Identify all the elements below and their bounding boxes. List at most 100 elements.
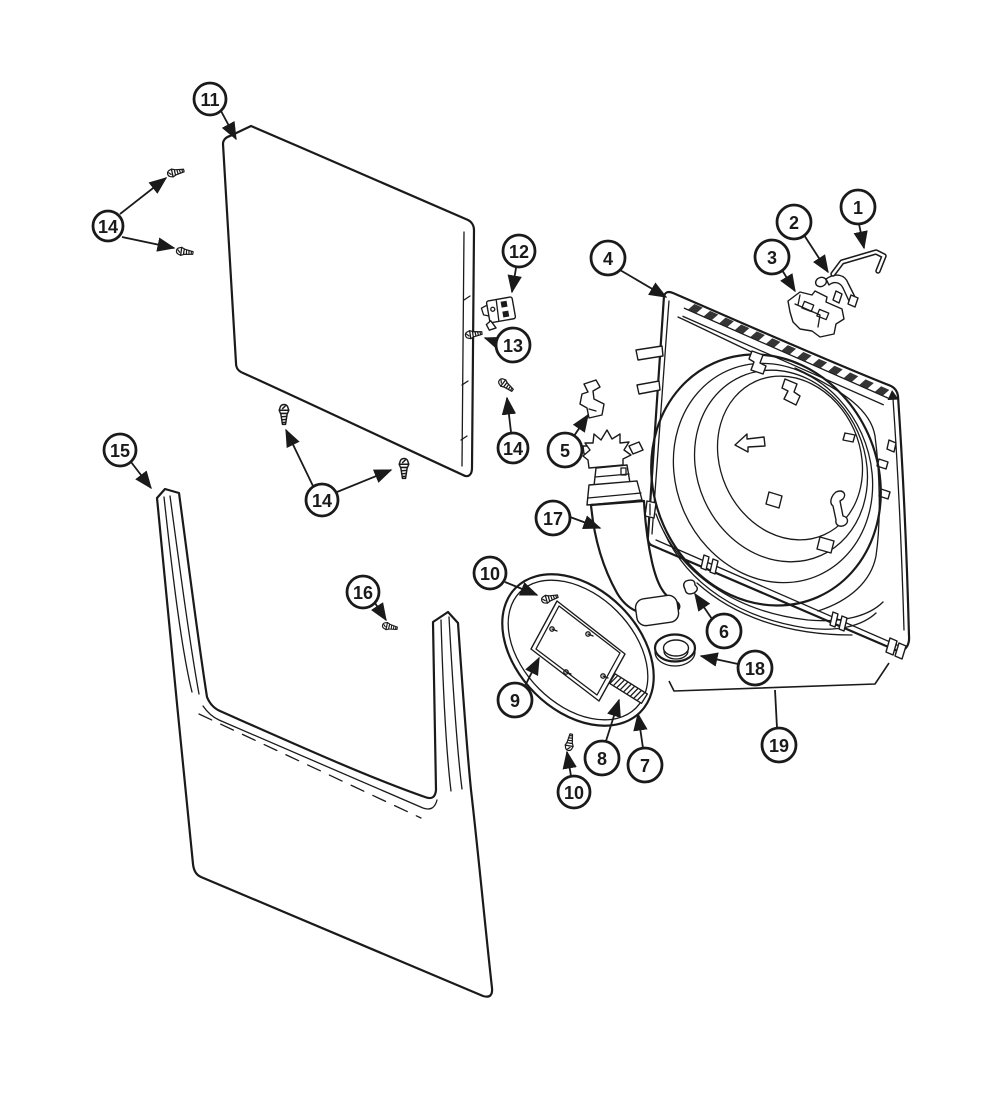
leader-line: [504, 581, 539, 596]
callout-15: 15: [102, 432, 152, 490]
leader-line: [336, 469, 393, 493]
callout-9: 9: [496, 656, 540, 719]
callout-6: 6: [694, 592, 743, 650]
screw: [496, 376, 516, 395]
leader-line: [699, 652, 739, 667]
part-17-bellows-duct: [582, 429, 681, 627]
callout-10: 10: [556, 750, 592, 810]
callout-balloon: [534, 499, 572, 537]
callout-number: 14: [503, 439, 523, 459]
callout-balloon: [345, 574, 381, 610]
leader-line: [853, 223, 868, 250]
callout-17: 17: [534, 499, 602, 537]
callout-number: 15: [110, 441, 130, 461]
callout-number: 9: [510, 691, 520, 711]
callout-balloon: [494, 326, 532, 364]
callout-number: 17: [543, 509, 563, 529]
callout-3: 3: [753, 238, 796, 293]
callout-number: 5: [560, 441, 570, 461]
callout-5: 5: [546, 413, 589, 469]
leader-line: [803, 234, 829, 274]
callout-balloon: [705, 612, 743, 650]
screw: [381, 621, 399, 633]
callout-number: 18: [745, 659, 765, 679]
callout-14: 14: [91, 177, 176, 252]
callout-number: 8: [597, 749, 607, 769]
part-18-grommet-ring: [653, 633, 697, 667]
screw: [563, 732, 576, 752]
part-4-front-panel: [635, 290, 911, 660]
leader-line: [562, 750, 577, 777]
part-2-switch-lever: [814, 274, 859, 308]
callout-2: 2: [775, 203, 829, 274]
door-opening: [650, 353, 882, 607]
callout-number: 10: [564, 783, 584, 803]
callout-16: 16: [345, 574, 387, 622]
callout-14: 14: [496, 396, 530, 465]
callout-balloon: [760, 726, 798, 764]
callout-1: 1: [839, 188, 877, 250]
callout-number: 1: [853, 198, 863, 218]
callout-balloon: [556, 774, 592, 810]
callout-number: 14: [98, 217, 118, 237]
part-6-clip: [683, 579, 698, 595]
callout-number: 11: [200, 90, 219, 110]
screw: [166, 166, 186, 179]
leader-line: [774, 689, 778, 729]
leader-line: [483, 336, 504, 351]
callout-10: 10: [472, 555, 539, 596]
callout-12: 12: [501, 233, 537, 294]
leader-line: [780, 269, 796, 293]
leader-line: [121, 236, 176, 252]
leader-line: [130, 461, 152, 490]
callout-balloon: [753, 238, 791, 276]
callout-balloon: [496, 431, 530, 465]
leader-line: [633, 712, 648, 749]
callout-balloon: [472, 555, 508, 591]
part-3-door-switch: [787, 290, 845, 338]
callout-balloon: [589, 239, 627, 277]
screw: [278, 403, 290, 426]
callout-7: 7: [626, 712, 664, 784]
callout-number: 14: [312, 491, 332, 511]
callout-balloon: [192, 81, 228, 117]
part-11-upper-panel: [221, 124, 476, 478]
callout-number: 7: [640, 756, 650, 776]
part-5-bracket: [579, 379, 605, 419]
part-1-link-wire: [830, 249, 887, 277]
leader-line: [507, 267, 522, 294]
callout-balloon: [775, 203, 813, 241]
part-15-lower-panel: [155, 487, 494, 998]
leader-line: [694, 592, 713, 620]
leader-line: [370, 602, 387, 622]
leader-line: [119, 177, 168, 215]
leader-line: [569, 515, 602, 530]
serrated-flange: [682, 303, 899, 406]
callout-balloon: [496, 681, 534, 719]
callout-balloon: [91, 209, 125, 243]
callout-number: 16: [353, 583, 373, 603]
leader-line: [619, 269, 668, 298]
callout-number: 2: [789, 213, 799, 233]
callout-18: 18: [699, 649, 774, 687]
callout-number: 4: [603, 249, 613, 269]
callout-number: 12: [509, 242, 529, 262]
leader-line: [524, 656, 540, 687]
callout-8: 8: [583, 698, 621, 777]
callout-balloon: [839, 188, 877, 226]
part-8-seal-strip: [608, 673, 648, 705]
leader-line: [605, 698, 621, 742]
leader-line: [285, 428, 314, 487]
callout-balloon: [102, 432, 138, 468]
leader-line: [572, 413, 589, 437]
callout-13: 13: [483, 326, 532, 364]
callout-number: 10: [480, 564, 500, 584]
screw: [175, 246, 195, 258]
callout-balloon: [304, 482, 340, 518]
part-12-hinge-bracket: [480, 296, 517, 331]
callout-balloon: [546, 431, 584, 469]
leader-line: [501, 396, 517, 433]
callout-balloon: [501, 233, 537, 269]
